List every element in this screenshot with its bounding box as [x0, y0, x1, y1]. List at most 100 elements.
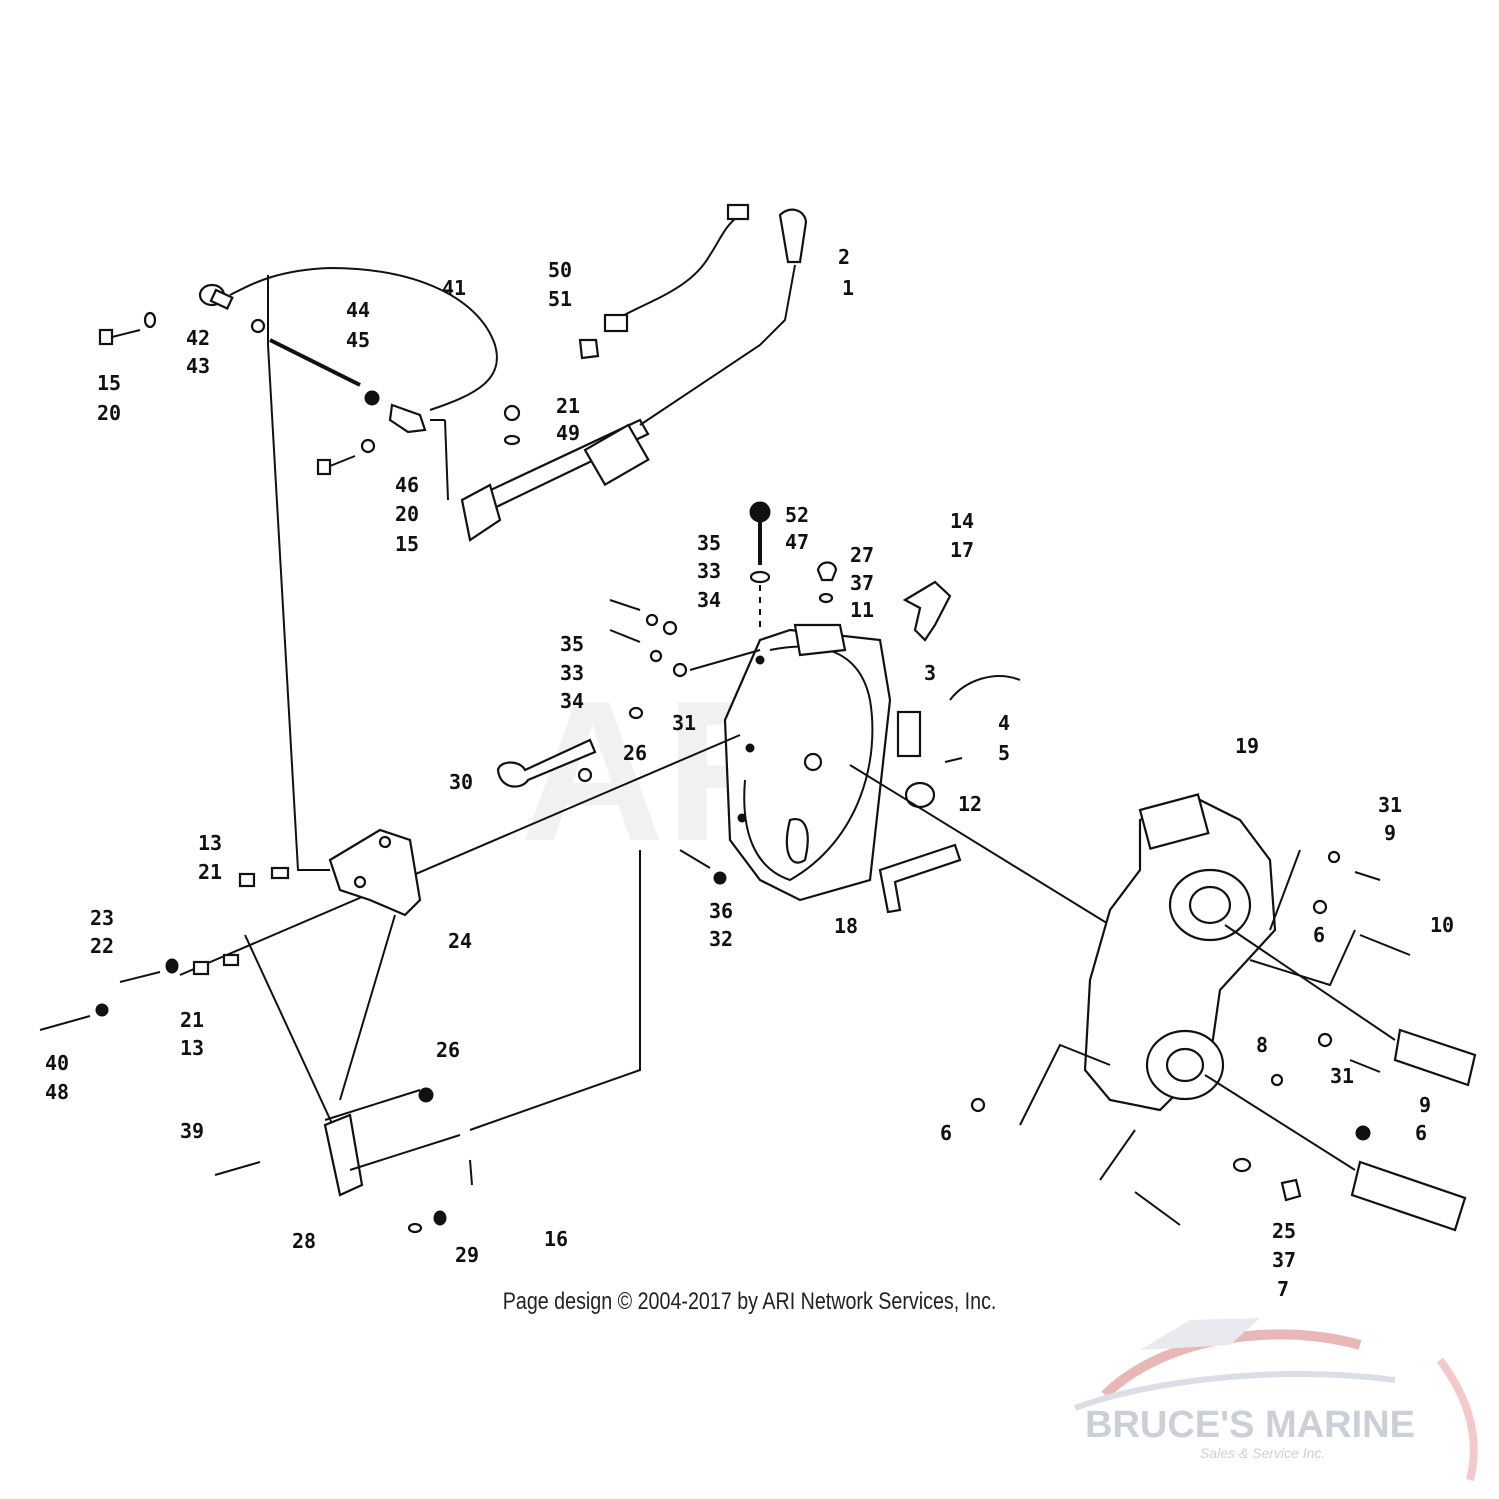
washer: [143, 311, 157, 329]
callout-35-lower: 35: [560, 632, 584, 656]
leader-shaft-b: [339, 914, 396, 1101]
nut-29: [433, 1210, 447, 1226]
callout-3: 3: [924, 661, 936, 685]
bracket-17: [902, 580, 952, 642]
callout-45: 45: [346, 328, 370, 352]
leader-right-b: [1249, 929, 1356, 987]
pin-5: [944, 757, 963, 763]
plate-hole-1: [378, 835, 392, 849]
driven-shaft-lower: [1350, 1160, 1467, 1232]
callout-18: 18: [834, 914, 858, 938]
callout-25: 25: [1272, 1219, 1296, 1243]
washer-48: [95, 1003, 109, 1017]
dipstick-seal-47: [749, 570, 771, 584]
callout-29: 29: [455, 1243, 479, 1267]
callout-11: 11: [850, 598, 874, 622]
washer-36: [713, 871, 727, 885]
watermark-arc: [1436, 1357, 1478, 1481]
washer-23: [165, 958, 179, 974]
callout-37-top: 37: [850, 571, 874, 595]
shift-link-30: [496, 738, 597, 788]
callout-21-left: 21: [198, 860, 222, 884]
callout-9-lower: 9: [1419, 1093, 1431, 1117]
bolt-head: [98, 328, 114, 346]
ball-joint-end: [209, 288, 234, 310]
driven-shaft-upper: [1393, 1028, 1477, 1087]
callout-14: 14: [950, 509, 974, 533]
copyright-footer: Page design © 2004-2017 by ARI Network S…: [502, 1288, 997, 1315]
cover-opening: [785, 817, 809, 864]
shift-fork-18: [878, 843, 962, 914]
callout-51: 51: [548, 287, 572, 311]
callout-27: 27: [850, 543, 874, 567]
bolt-40: [39, 1015, 91, 1031]
bolt-shank-lower: [329, 455, 356, 467]
callout-39: 39: [180, 1119, 204, 1143]
leader-6-left: [1019, 1043, 1111, 1126]
nut-34-lower: [672, 662, 688, 678]
shift-knob: [778, 208, 808, 264]
callout-31-center: 31: [672, 711, 696, 735]
washer-31-right: [1327, 850, 1341, 864]
callout-31-lower: 31: [1330, 1064, 1354, 1088]
callout-50: 50: [548, 258, 572, 282]
shift-shaft: [179, 734, 741, 976]
housing-bore-upper: [1188, 885, 1232, 925]
callout-47: 47: [785, 530, 809, 554]
callout-4: 4: [998, 711, 1010, 735]
callout-52: 52: [785, 503, 809, 527]
callout-2: 2: [838, 245, 850, 269]
callout-37-bottom: 37: [1272, 1248, 1296, 1272]
shift-cable: [229, 266, 498, 411]
lock-nut: [364, 390, 380, 406]
callout-5: 5: [998, 741, 1010, 765]
callout-16: 16: [544, 1227, 568, 1251]
washer-49: [503, 434, 521, 446]
callout-13-lower: 13: [180, 1036, 204, 1060]
callout-30: 30: [449, 770, 473, 794]
pin-16: [469, 1159, 473, 1186]
callout-23: 23: [90, 906, 114, 930]
nut-6-left: [970, 1097, 986, 1113]
nut: [250, 318, 266, 334]
switch-cap: [578, 338, 600, 360]
bolt-10: [1359, 934, 1411, 956]
oil-plug-11: [793, 623, 847, 657]
callout-26-center: 26: [623, 741, 647, 765]
callout-15-upper: 15: [97, 371, 121, 395]
callout-33-upper: 33: [697, 559, 721, 583]
callout-31-right: 31: [1378, 793, 1402, 817]
callout-7: 7: [1277, 1277, 1289, 1301]
cover-gasket: [743, 645, 874, 882]
watermark-swoosh-grey: [1073, 1371, 1396, 1411]
shift-rod: [269, 338, 361, 387]
cover-hole-3: [737, 813, 747, 823]
pin-13-upper: [270, 866, 290, 880]
callout-13-upper: 13: [198, 831, 222, 855]
boat-icon: [1140, 1318, 1260, 1350]
callout-20-lower: 20: [395, 502, 419, 526]
harness-connector: [726, 203, 750, 221]
washer-37-right: [1232, 1157, 1252, 1173]
callout-6-upper: 6: [1313, 923, 1325, 947]
callout-28: 28: [292, 1229, 316, 1253]
chaincase-housing-group: [970, 793, 1477, 1232]
tensioner-pad: [896, 710, 922, 758]
callout-36: 36: [709, 899, 733, 923]
bolt-35-lower: [609, 629, 641, 643]
nut-34-upper: [662, 620, 678, 636]
lockwasher-33-upper: [645, 613, 659, 627]
callout-24: 24: [448, 929, 472, 953]
nut-26-lower: [418, 1087, 434, 1103]
callout-48: 48: [45, 1080, 69, 1104]
bolt-7: [1134, 1191, 1181, 1226]
cover-hole-1: [755, 655, 765, 665]
cap-27: [816, 561, 838, 582]
callout-42: 42: [186, 326, 210, 350]
lockwasher-33-lower: [649, 649, 663, 663]
callout-32: 32: [709, 927, 733, 951]
callout-20-upper: 20: [97, 401, 121, 425]
nut-26: [577, 767, 593, 783]
callout-40: 40: [45, 1051, 69, 1075]
